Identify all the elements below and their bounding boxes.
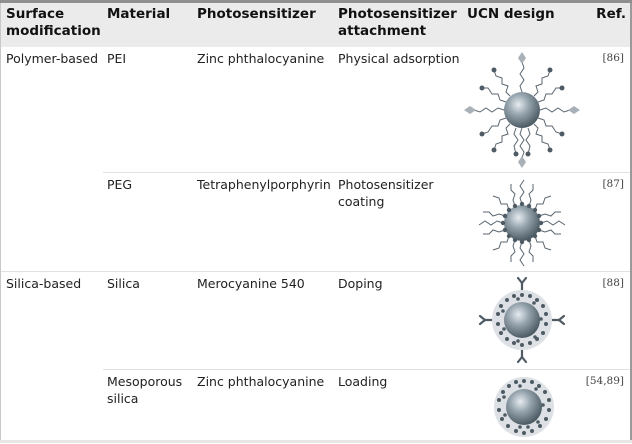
top-border (0, 0, 632, 3)
mesoporous-silica-shell-icon (494, 377, 554, 437)
surface-modification-cell: Polymer-based (6, 51, 99, 66)
polymer-brush-coated-icon (478, 179, 566, 267)
row-divider (103, 369, 630, 370)
attachment-cell: Loading (338, 374, 388, 389)
material-cell: PEG (107, 177, 133, 192)
photosensitizer-cell: Zinc phthalocyanine (197, 374, 325, 389)
header-surface-line1: Surface (6, 6, 65, 22)
ref-cell: [87] (602, 178, 624, 190)
header-surface-modification: Surface modification (6, 6, 101, 40)
bottom-border (0, 440, 632, 443)
table-header (0, 3, 632, 47)
photosensitizer-cell: Zinc phthalocyanine (197, 51, 325, 66)
header-ref: Ref. (596, 6, 626, 22)
material-cell: Mesoporous silica (107, 373, 182, 407)
header-ucn-design: UCN design (467, 6, 555, 22)
material-cell: PEI (107, 51, 127, 66)
ref-cell: [86] (602, 52, 624, 64)
header-material: Material (107, 6, 171, 22)
ref-cell: [88] (602, 277, 624, 289)
row-divider (103, 172, 630, 173)
header-attachment-line1: Photosensitizer (338, 6, 457, 22)
table-frame (0, 3, 632, 441)
attachment-cell: Physical adsorption (338, 51, 460, 66)
material-line1: Mesoporous (107, 374, 183, 389)
silica-shell-antibody-icon (478, 276, 566, 364)
attachment-cell: Doping (338, 276, 383, 291)
header-attachment: Photosensitizer attachment (338, 6, 457, 40)
attachment-line2: coating (338, 194, 385, 209)
header-attachment-line2: attachment (338, 23, 427, 39)
header-photosensitizer: Photosensitizer (197, 6, 316, 22)
group-divider (1, 271, 630, 272)
material-cell: Silica (107, 276, 140, 291)
material-line2: silica (107, 391, 139, 406)
surface-modification-cell: Silica-based (6, 276, 82, 291)
ref-cell: [54,89] (585, 375, 624, 387)
photosensitizer-cell: Merocyanine 540 (197, 276, 305, 291)
polymer-brush-diamond-dots-icon (464, 52, 580, 168)
attachment-cell: Photosensitizer coating (338, 176, 434, 210)
attachment-line1: Photosensitizer (338, 177, 434, 192)
photosensitizer-cell: Tetraphenylporphyrin (197, 177, 331, 192)
header-surface-line2: modification (6, 23, 101, 39)
